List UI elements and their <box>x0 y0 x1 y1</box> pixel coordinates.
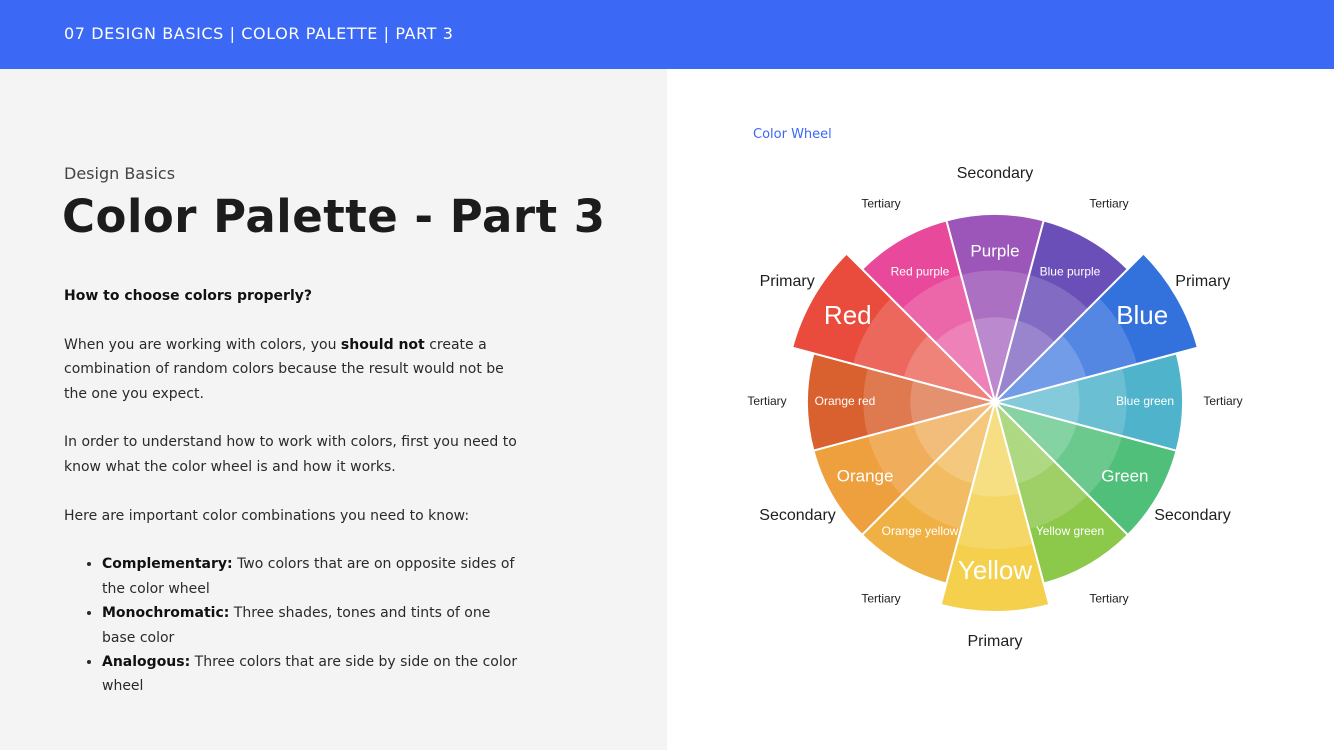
segment-red <box>790 252 999 404</box>
kind-label-tertiary: Tertiary <box>861 592 900 606</box>
segment-blue-green-tint-mid <box>995 367 1127 437</box>
kind-label-tertiary: Tertiary <box>1089 197 1128 211</box>
segment-label-yellow-green: Yellow green <box>1036 524 1104 538</box>
segment-label-purple: Purple <box>970 241 1019 260</box>
segment-blue-tint-inner <box>995 335 1087 402</box>
segment-red-purple-tint-mid <box>901 274 995 402</box>
segment-purple-tint-mid <box>960 270 1030 402</box>
segment-label-blue-purple: Blue purple <box>1040 264 1101 278</box>
segment-green-tint-inner <box>995 402 1077 462</box>
wheel-heading: Color Wheel <box>753 127 832 142</box>
kind-label-primary: Primary <box>1175 273 1230 290</box>
segment-label-orange-red: Orange red <box>815 394 876 408</box>
list-text: Three shades, tones and tints of one bas… <box>102 605 491 646</box>
segment-orange-red <box>806 352 999 452</box>
segment-label-orange: Orange <box>837 466 894 485</box>
kind-label-primary: Primary <box>760 273 815 290</box>
p1-bold: should not <box>340 336 425 353</box>
segment-blue-tint-mid <box>995 298 1137 402</box>
segment-orange-yellow-tint-mid <box>901 402 995 530</box>
segment-orange <box>812 400 999 537</box>
paragraph-3: Here are important color combinations yo… <box>64 507 470 524</box>
segment-purple <box>945 213 1045 406</box>
segment-orange-yellow-tint-inner <box>935 402 995 484</box>
page-title: Color Palette - Part 3 <box>62 190 606 243</box>
segment-yellow <box>939 398 1051 613</box>
segment-yellow-tint-mid <box>956 402 1034 549</box>
list-term: Monochromatic: <box>102 605 230 622</box>
segment-yellow-green-tint-mid <box>995 402 1089 530</box>
header-bar: 07 DESIGN BASICS | COLOR PALETTE | PART … <box>0 0 1334 69</box>
segment-green-tint-mid <box>995 402 1123 496</box>
segment-label-orange-yellow: Orange yellow <box>882 524 959 538</box>
segment-label-green: Green <box>1101 466 1148 485</box>
header-title: 07 DESIGN BASICS | COLOR PALETTE | PART … <box>64 24 454 43</box>
segment-label-red-purple: Red purple <box>891 264 950 278</box>
segment-orange-red-tint-inner <box>910 380 995 424</box>
segment-blue-purple <box>993 219 1130 406</box>
body-text: How to choose colors properly? When you … <box>64 284 524 699</box>
segment-blue-green-tint-inner <box>995 380 1080 424</box>
kind-label-secondary: Secondary <box>957 165 1034 182</box>
kind-label-primary: Primary <box>967 633 1022 650</box>
segment-label-blue-green: Blue green <box>1116 394 1174 408</box>
section-eyebrow: Design Basics <box>64 164 176 183</box>
kind-label-secondary: Secondary <box>1154 507 1231 524</box>
segment-red-purple-tint-inner <box>935 320 995 402</box>
segment-label-blue: Blue <box>1116 300 1168 330</box>
segment-yellow-green-tint-inner <box>995 402 1055 484</box>
question-heading: How to choose colors properly? <box>64 288 312 304</box>
kind-label-tertiary: Tertiary <box>861 197 900 211</box>
left-panel <box>0 69 667 750</box>
p1-after: create a combination of random colors be… <box>64 336 504 402</box>
list-item: Complementary: Two colors that are on op… <box>102 552 524 601</box>
paragraph-1: When you are working with colors, you sh… <box>64 333 524 406</box>
segment-purple-tint-inner <box>973 317 1017 402</box>
segment-red-tint-inner <box>903 335 995 402</box>
list-text: Three colors that are side by side on th… <box>102 654 518 695</box>
kind-label-tertiary: Tertiary <box>1089 592 1128 606</box>
kind-label-tertiary: Tertiary <box>747 394 786 408</box>
segment-blue-green <box>991 352 1184 452</box>
segment-label-yellow: Yellow <box>958 555 1032 585</box>
segment-red-purple <box>860 219 997 406</box>
segment-label-red: Red <box>824 300 872 330</box>
segment-blue-purple-tint-inner <box>995 320 1055 402</box>
p1-before: When you are working with colors, you <box>64 336 341 353</box>
list-term: Analogous: <box>102 654 191 671</box>
list-term: Complementary: <box>102 556 233 573</box>
segment-green <box>991 400 1178 537</box>
segment-orange-tint-mid <box>867 402 995 496</box>
segment-yellow-tint-inner <box>970 402 1020 497</box>
segment-orange-yellow <box>860 398 997 585</box>
segment-orange-tint-inner <box>913 402 995 462</box>
segment-blue <box>991 252 1200 404</box>
list-item: Analogous: Three colors that are side by… <box>102 650 524 699</box>
segment-orange-red-tint-mid <box>863 367 995 437</box>
paragraph-2: In order to understand how to work with … <box>64 434 517 475</box>
segment-blue-purple-tint-mid <box>995 274 1089 402</box>
list-item: Monochromatic: Three shades, tones and t… <box>102 601 524 650</box>
segment-yellow-green <box>993 398 1130 585</box>
kind-label-secondary: Secondary <box>759 507 836 524</box>
combinations-list: Complementary: Two colors that are on op… <box>64 552 524 698</box>
list-text: Two colors that are on opposite sides of… <box>102 556 515 597</box>
kind-label-tertiary: Tertiary <box>1203 394 1242 408</box>
segment-red-tint-mid <box>853 298 995 402</box>
